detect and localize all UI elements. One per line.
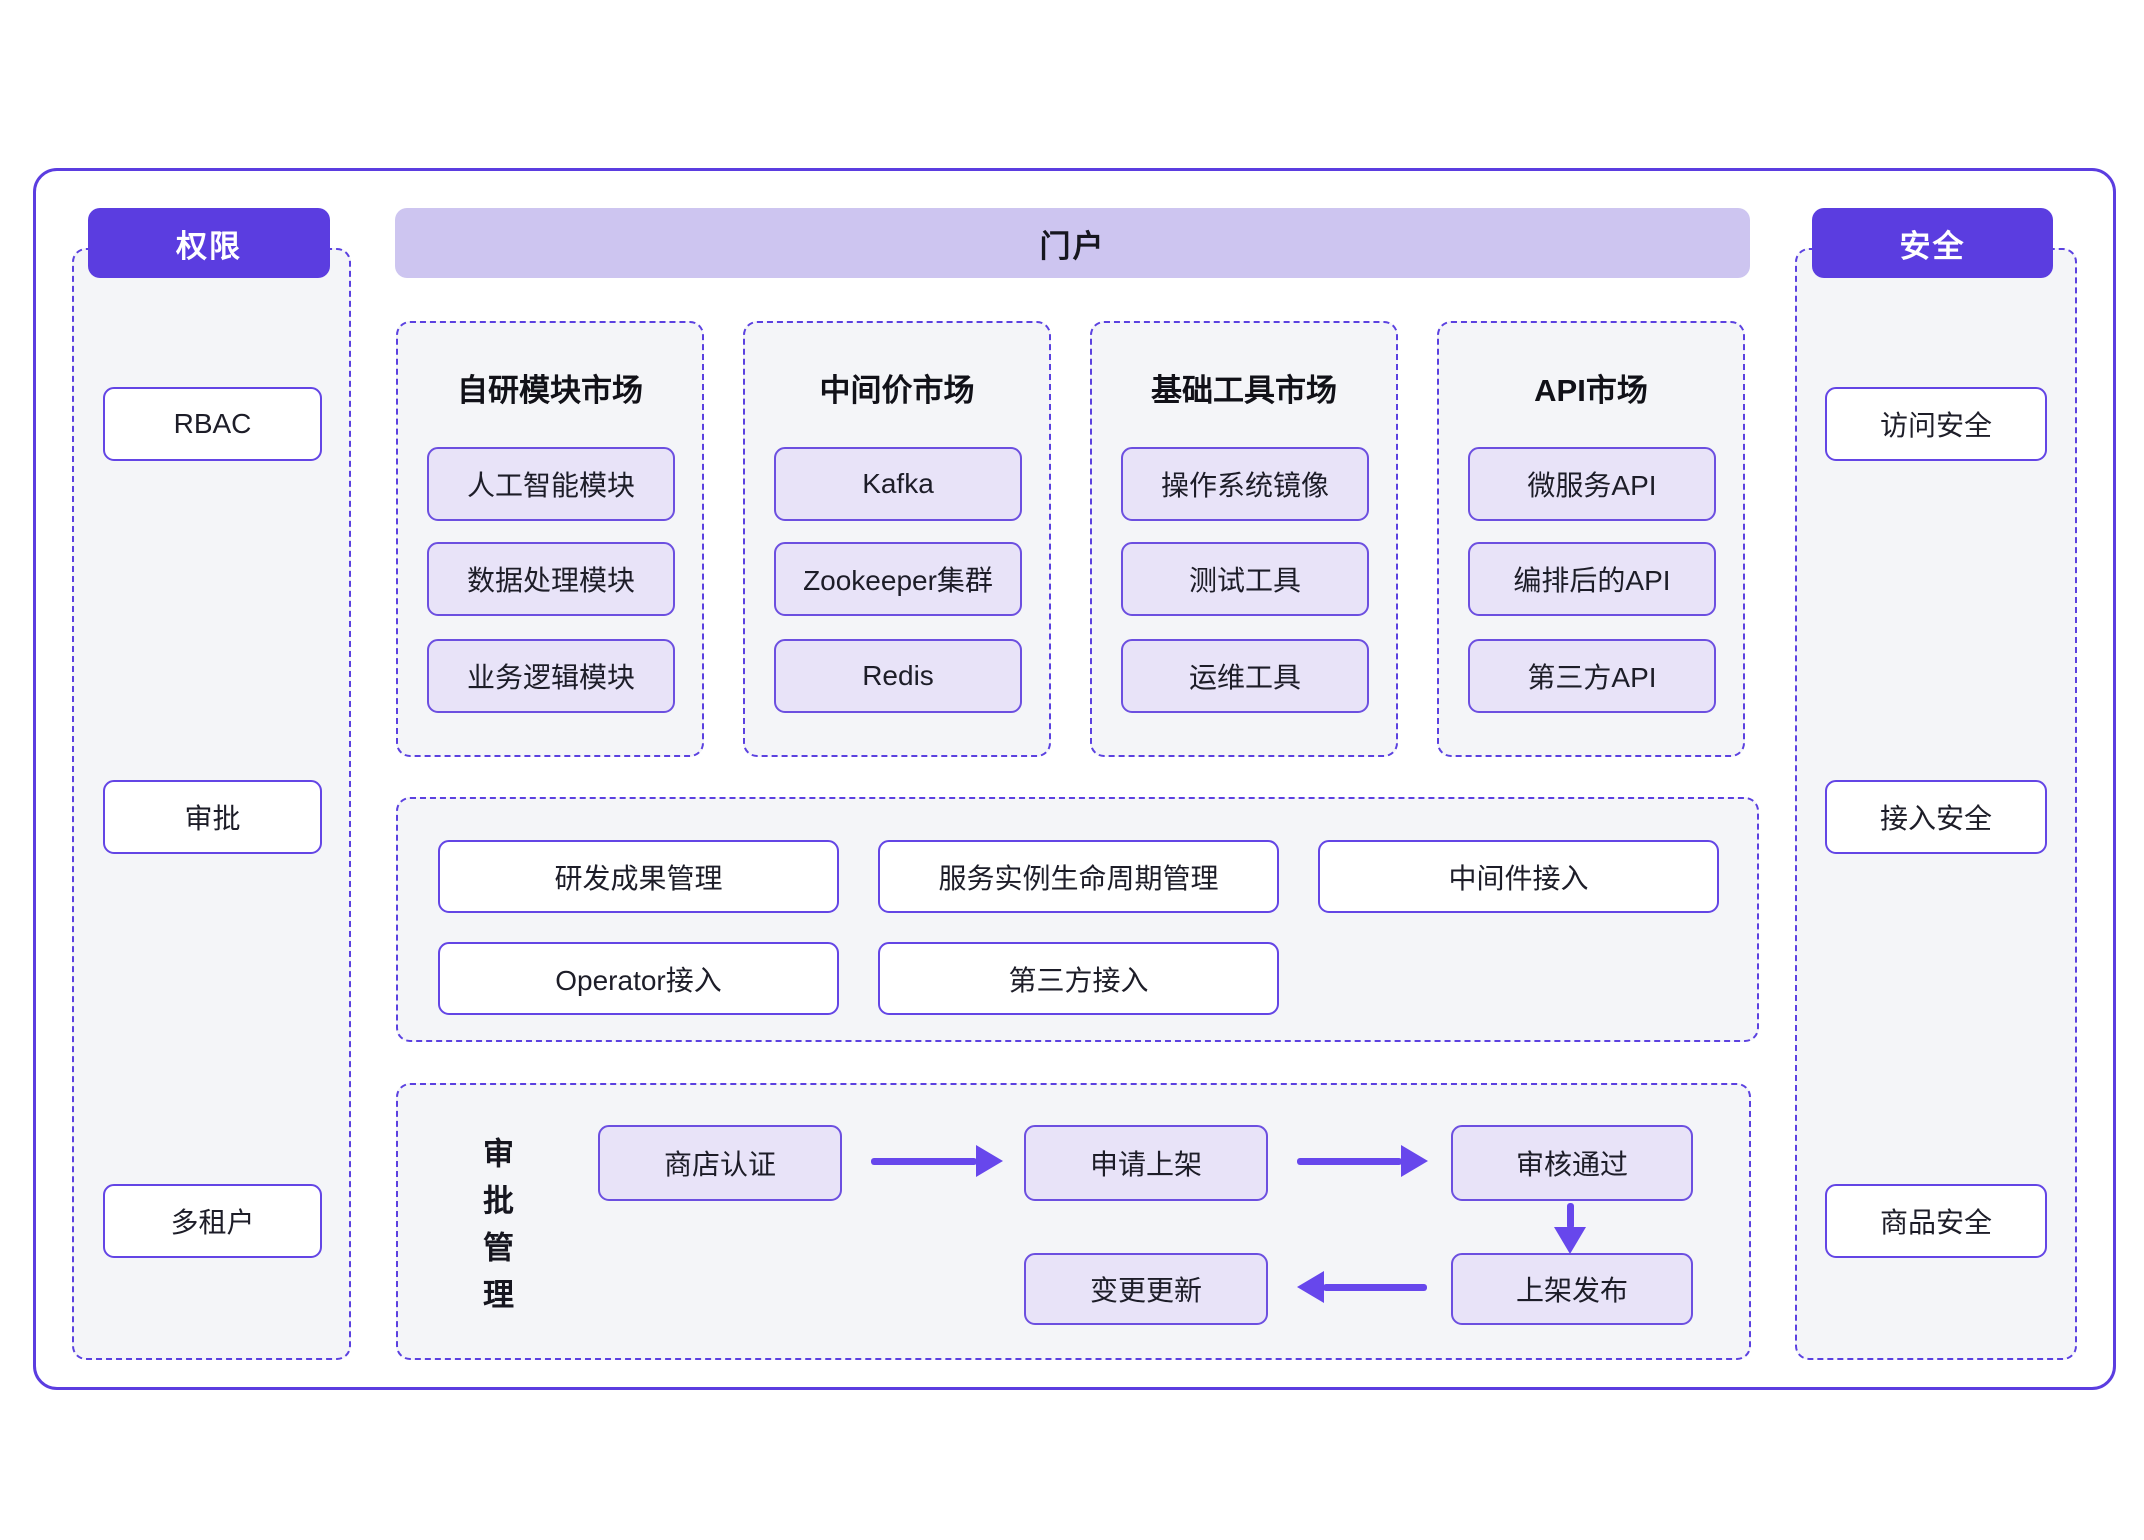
market-title: 自研模块市场 [457,373,643,408]
security-item-integration: 接入安全 [1825,780,2047,854]
permissions-item-rbac: RBAC [103,387,322,461]
arrow-left-line [1323,1284,1427,1291]
market-item: 业务逻辑模块 [427,639,675,713]
market-basic-tools: 基础工具市场 操作系统镜像 测试工具 运维工具 [1090,321,1398,757]
approval-section: 审批管理 商店认证 申请上架 审核通过 上架发布 变更更新 [396,1083,1751,1360]
arrow-left-icon [1297,1271,1324,1303]
market-title: 中间价市场 [819,373,975,408]
arrow-right-line [871,1158,977,1165]
security-item-product: 商品安全 [1825,1184,2047,1258]
management-section: 研发成果管理 服务实例生命周期管理 中间件接入 Operator接入 第三方接入 [396,797,1759,1042]
permissions-header: 权限 [88,208,330,278]
market-api: API市场 微服务API 编排后的API 第三方API [1437,321,1745,757]
security-header: 安全 [1812,208,2053,278]
approval-step-publish: 上架发布 [1451,1253,1693,1325]
approval-section-label: 审批管理 [478,1137,513,1325]
market-item: 操作系统镜像 [1121,447,1369,521]
arrow-down-line [1567,1203,1574,1229]
arrow-right-icon [976,1145,1003,1177]
market-item: Redis [774,639,1022,713]
management-item-thirdparty-access: 第三方接入 [878,942,1279,1015]
market-item: Kafka [774,447,1022,521]
approval-step-review-passed: 审核通过 [1451,1125,1693,1201]
management-item-service-lifecycle: 服务实例生命周期管理 [878,840,1279,913]
market-item: 测试工具 [1121,542,1369,616]
market-self-developed-modules: 自研模块市场 人工智能模块 数据处理模块 业务逻辑模块 [396,321,704,757]
market-item: 数据处理模块 [427,542,675,616]
market-item: Zookeeper集群 [774,542,1022,616]
market-item: 人工智能模块 [427,447,675,521]
market-title: 基础工具市场 [1151,373,1337,408]
arrow-right-line [1297,1158,1402,1165]
portal-header: 门户 [395,208,1750,278]
permissions-item-approval: 审批 [103,780,322,854]
arrow-down-icon [1554,1227,1586,1254]
market-middleware: 中间价市场 Kafka Zookeeper集群 Redis [743,321,1051,757]
market-item: 编排后的API [1468,542,1716,616]
approval-step-store-certification: 商店认证 [598,1125,842,1201]
permissions-item-multitenant: 多租户 [103,1184,322,1258]
management-item-middleware-access: 中间件接入 [1318,840,1719,913]
management-item-rd-results: 研发成果管理 [438,840,839,913]
market-item: 运维工具 [1121,639,1369,713]
security-item-access: 访问安全 [1825,387,2047,461]
approval-step-apply-listing: 申请上架 [1024,1125,1268,1201]
management-item-operator-access: Operator接入 [438,942,839,1015]
market-item: 第三方API [1468,639,1716,713]
market-title: API市场 [1534,373,1648,408]
market-item: 微服务API [1468,447,1716,521]
arrow-right-icon [1401,1145,1428,1177]
approval-step-change-update: 变更更新 [1024,1253,1268,1325]
